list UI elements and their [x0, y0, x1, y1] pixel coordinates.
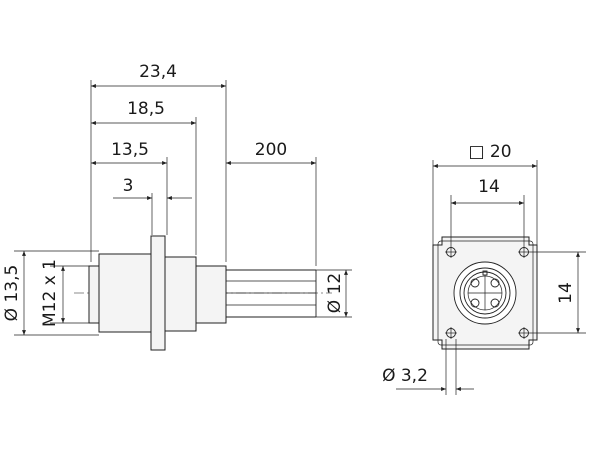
dim-thread-spec: M12 x 1	[40, 259, 60, 327]
dim-thread-length: 13,5	[111, 140, 149, 160]
dim-overall-length: 23,4	[139, 62, 177, 82]
contact-pin	[490, 298, 500, 308]
dim-cable-length: 200	[255, 140, 287, 160]
contact-pin	[470, 298, 480, 308]
cable-gland	[195, 265, 227, 324]
dim-hole-spacing-h: 14	[478, 177, 500, 197]
contact-pin	[490, 278, 500, 288]
dim-hole-spacing-v: 14	[556, 282, 576, 304]
dim-cable-diameter: Ø 12	[325, 273, 345, 313]
cable-wires	[226, 269, 317, 318]
connector-socket	[453, 261, 517, 325]
connector-body	[98, 253, 152, 333]
mounting-flange	[150, 235, 166, 351]
dim-flange-square: □ 20	[468, 142, 511, 162]
contacts	[470, 278, 500, 308]
mounting-holes	[445, 246, 530, 339]
side-view: 23,4 18,5 13,5 3 200 Ø 13,5 M12 x 1 Ø 12	[2, 62, 352, 351]
dim-hole-diameter: Ø 3,2	[382, 366, 428, 386]
dim-outer-diameter: Ø 13,5	[2, 265, 22, 322]
contact-pin	[470, 278, 480, 288]
rear-body	[164, 256, 197, 332]
front-view: □ 20 14 14 Ø 3,2	[382, 142, 586, 395]
dim-body-length: 18,5	[127, 99, 165, 119]
dim-flange-offset: 3	[123, 176, 134, 196]
connector-nose	[88, 265, 100, 324]
